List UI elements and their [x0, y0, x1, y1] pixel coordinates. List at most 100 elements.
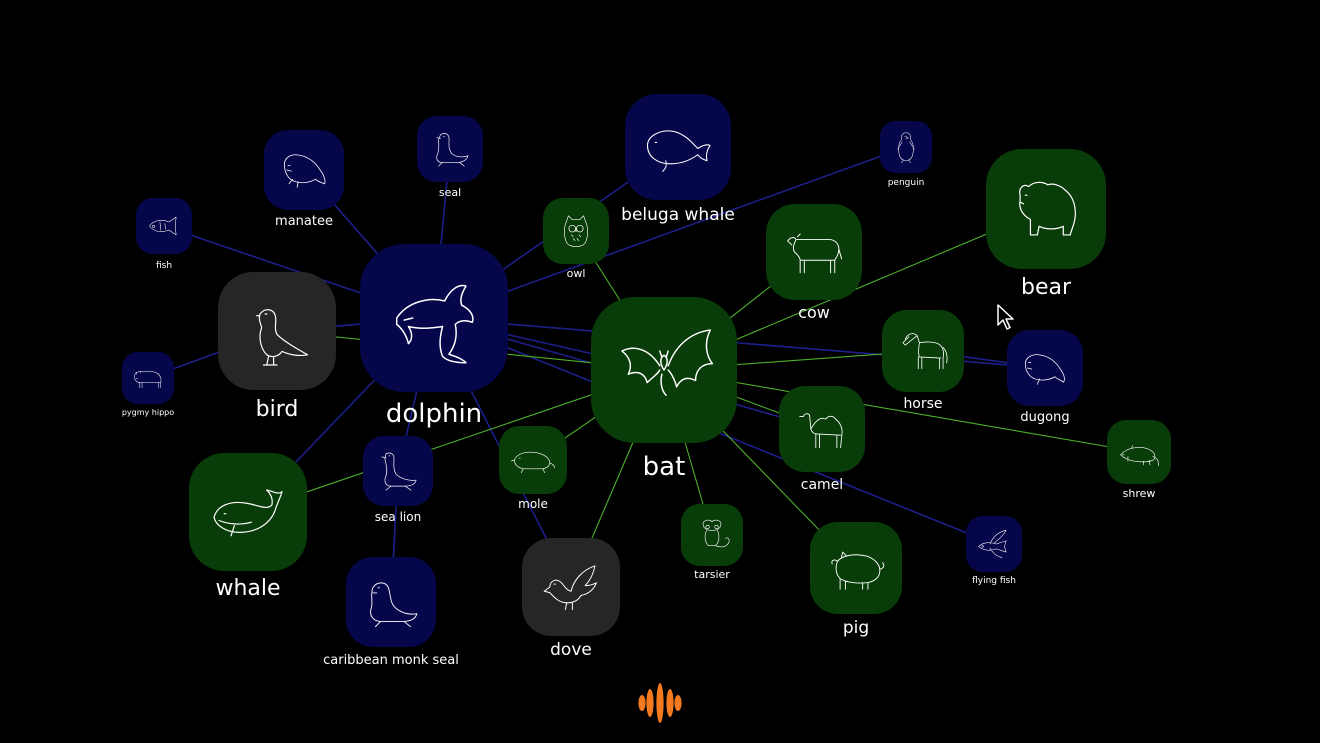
- node-label-monkseal: caribbean monk seal: [323, 653, 459, 668]
- node-dolphin[interactable]: dolphin: [360, 244, 508, 429]
- fish-icon: [149, 216, 177, 236]
- node-box-pig[interactable]: [810, 522, 902, 614]
- node-box-sealion[interactable]: [363, 436, 433, 506]
- node-box-bird[interactable]: [218, 272, 336, 390]
- manatee-icon: [284, 154, 326, 188]
- node-shrew[interactable]: shrew: [1107, 420, 1171, 500]
- logo-bar: [666, 689, 674, 717]
- node-horse[interactable]: horse: [882, 310, 964, 412]
- logo-bar: [646, 689, 654, 717]
- pig-icon: [831, 551, 885, 590]
- mouse-cursor-icon: [997, 304, 1014, 330]
- node-seal[interactable]: seal: [417, 116, 483, 199]
- camel-icon: [799, 413, 843, 449]
- node-label-whale: whale: [215, 576, 280, 601]
- node-pig[interactable]: pig: [810, 522, 902, 638]
- node-box-cow[interactable]: [766, 204, 862, 300]
- node-box-fish[interactable]: [136, 198, 192, 254]
- node-box-mole[interactable]: [499, 426, 567, 494]
- node-label-cow: cow: [798, 303, 830, 322]
- node-whale[interactable]: whale: [189, 453, 307, 601]
- logo-bar: [638, 695, 646, 711]
- node-penguin[interactable]: penguin: [880, 121, 932, 188]
- node-label-pygmy: pygmy hippo: [122, 408, 174, 417]
- node-label-seal: seal: [439, 186, 461, 199]
- node-label-pig: pig: [843, 618, 869, 638]
- node-bear[interactable]: bear: [986, 149, 1106, 300]
- penguin-icon: [897, 132, 915, 163]
- horse-icon: [902, 333, 948, 370]
- node-label-penguin: penguin: [888, 178, 925, 188]
- monk-seal-icon: [370, 582, 418, 628]
- node-box-pygmy[interactable]: [122, 352, 174, 404]
- mole-icon: [511, 451, 555, 474]
- node-tarsier[interactable]: tarsier: [681, 504, 743, 581]
- node-bat[interactable]: bat: [591, 297, 737, 482]
- node-label-manatee: manatee: [275, 214, 333, 229]
- node-camel[interactable]: camel: [779, 386, 865, 493]
- owl-icon: [564, 215, 588, 248]
- node-box-manatee[interactable]: [264, 130, 344, 210]
- cow-icon: [787, 233, 843, 274]
- bear-icon: [1019, 181, 1076, 236]
- node-dove[interactable]: dove: [522, 538, 620, 660]
- node-box-bear[interactable]: [986, 149, 1106, 269]
- node-mole[interactable]: mole: [499, 426, 567, 511]
- node-label-beluga: beluga whale: [621, 205, 735, 225]
- logo-bar: [674, 695, 682, 711]
- tarsier-icon: [702, 519, 730, 548]
- node-box-camel[interactable]: [779, 386, 865, 472]
- node-monkseal[interactable]: caribbean monk seal: [323, 557, 459, 668]
- hippo-icon: [134, 370, 162, 388]
- whale-icon: [213, 489, 283, 537]
- brand-logo-icon: [638, 683, 682, 723]
- node-flyingfish[interactable]: flying fish: [966, 516, 1022, 586]
- node-box-penguin[interactable]: [880, 121, 932, 173]
- node-cow[interactable]: cow: [766, 204, 862, 322]
- node-label-dolphin: dolphin: [386, 399, 482, 429]
- node-manatee[interactable]: manatee: [264, 130, 344, 229]
- node-box-monkseal[interactable]: [346, 557, 436, 647]
- node-label-fish: fish: [156, 261, 172, 271]
- node-label-owl: owl: [567, 267, 586, 280]
- node-sealion[interactable]: sea lion: [363, 436, 433, 524]
- node-box-whale[interactable]: [189, 453, 307, 571]
- bird-icon: [256, 309, 309, 366]
- node-box-tarsier[interactable]: [681, 504, 743, 566]
- edge-dolphin-penguin: [433, 146, 907, 319]
- node-fish[interactable]: fish: [136, 198, 192, 271]
- node-owl[interactable]: owl: [543, 198, 609, 280]
- seal-icon: [436, 133, 469, 167]
- node-beluga[interactable]: beluga whale: [621, 94, 735, 225]
- node-box-beluga[interactable]: [625, 94, 731, 200]
- logo-bar: [656, 683, 664, 723]
- sea-lion-icon: [381, 452, 417, 491]
- node-label-camel: camel: [801, 477, 843, 493]
- dolphin-icon: [395, 284, 474, 364]
- bat-icon: [621, 329, 714, 396]
- node-label-sealion: sea lion: [375, 510, 421, 524]
- node-label-horse: horse: [903, 396, 942, 412]
- node-box-flyingfish[interactable]: [966, 516, 1022, 572]
- node-dugong[interactable]: dugong: [1007, 330, 1083, 425]
- dove-icon: [543, 565, 597, 611]
- node-label-mole: mole: [518, 497, 548, 511]
- flying-fish-icon: [978, 530, 1007, 558]
- node-box-horse[interactable]: [882, 310, 964, 392]
- shrew-icon: [1120, 445, 1159, 467]
- node-box-shrew[interactable]: [1107, 420, 1171, 484]
- node-box-dugong[interactable]: [1007, 330, 1083, 406]
- node-label-dugong: dugong: [1020, 410, 1069, 425]
- node-label-shrew: shrew: [1123, 487, 1156, 500]
- node-label-flyingfish: flying fish: [972, 576, 1016, 586]
- dugong-icon: [1024, 354, 1065, 385]
- node-box-dolphin[interactable]: [360, 244, 508, 392]
- node-bird[interactable]: bird: [218, 272, 336, 422]
- nodes-layer: dolphin bat bird whale bear cow horse camel pig s…: [122, 94, 1171, 668]
- node-pygmy[interactable]: pygmy hippo: [122, 352, 174, 417]
- node-label-tarsier: tarsier: [694, 568, 730, 581]
- node-box-dove[interactable]: [522, 538, 620, 636]
- edge-bat-shrew: [663, 369, 1140, 453]
- node-label-bird: bird: [256, 397, 299, 422]
